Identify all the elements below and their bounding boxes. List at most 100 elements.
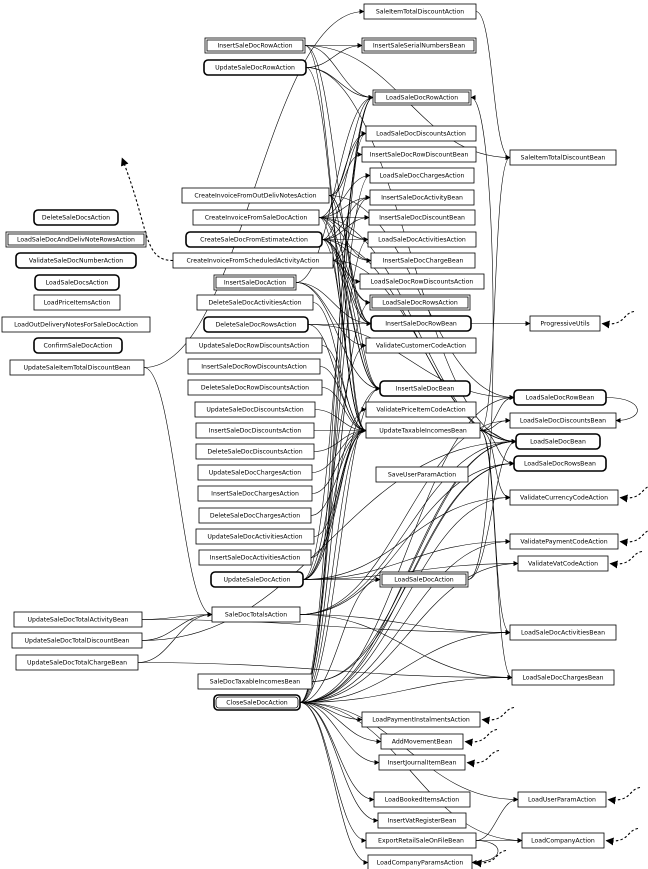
node-validate-price-item-code-action[interactable]: ValidatePriceItemCodeAction xyxy=(365,401,477,418)
node-add-movement-bean[interactable]: AddMovementBean xyxy=(380,733,464,750)
node-sale-item-total-discount-action[interactable]: SaleItemTotalDiscountAction xyxy=(363,3,477,20)
node-label: UpdateSaleDocActivitiesAction xyxy=(207,533,302,540)
node-insert-journal-item-bean[interactable]: InsertJournalItemBean xyxy=(378,754,466,771)
node-update-sale-doc-discounts-action[interactable]: UpdateSaleDocDiscountsAction xyxy=(194,401,316,418)
node-validate-customer-code-action[interactable]: ValidateCustomerCodeAction xyxy=(365,337,477,354)
node-insert-sale-doc-discount-bean[interactable]: InsertSaleDocDiscountBean xyxy=(368,209,476,226)
node-load-sale-doc-charges-bean[interactable]: LoadSaleDocChargesBean xyxy=(511,669,615,686)
node-export-retail-sale-on-file-bean[interactable]: ExportRetailSaleOnFileBean xyxy=(365,832,477,849)
node-box xyxy=(365,125,477,142)
node-label: InsertSaleDocDiscountBean xyxy=(379,214,465,221)
node-insert-sale-doc-charge-bean[interactable]: InsertSaleDocChargeBean xyxy=(370,252,476,269)
node-validate-sale-doc-number-action[interactable]: ValidateSaleDocNumberAction xyxy=(15,252,137,269)
node-update-taxable-incomes-bean[interactable]: UpdateTaxableIncomesBean xyxy=(365,422,481,439)
node-insert-sale-doc-activities-action[interactable]: InsertSaleDocActivitiesAction xyxy=(198,549,312,566)
node-load-sale-doc-activities-action[interactable]: LoadSaleDocActivitiesAction xyxy=(367,231,477,248)
node-load-user-param-action[interactable]: LoadUserParamAction xyxy=(517,791,607,808)
node-insert-sale-serial-numbers-bean[interactable]: InsertSaleSerialNumbersBean xyxy=(361,37,477,54)
node-insert-sale-doc-charges-action[interactable]: InsertSaleDocChargesAction xyxy=(197,485,313,502)
node-load-sale-doc-row-discounts-action[interactable]: LoadSaleDocRowDiscountsAction xyxy=(359,273,485,290)
node-insert-sale-doc-row-discounts-action[interactable]: InsertSaleDocRowDiscountsAction xyxy=(187,358,321,375)
node-box xyxy=(15,654,139,671)
node-update-sale-doc-action[interactable]: UpdateSaleDocAction xyxy=(210,571,304,588)
node-close-sale-doc-action[interactable]: CloseSaleDocAction xyxy=(213,694,301,711)
edge-sale-doc-totals-action-to-load-sale-doc-bean xyxy=(299,439,517,615)
node-update-sale-doc-charges-action[interactable]: UpdateSaleDocChargesAction xyxy=(197,464,313,481)
node-insert-sale-doc-action[interactable]: InsertSaleDocAction xyxy=(213,274,297,291)
node-load-sale-doc-activities-bean[interactable]: LoadSaleDocActivitiesBean xyxy=(509,624,617,641)
node-box-inner xyxy=(374,91,470,104)
node-load-sale-doc-rows-bean[interactable]: LoadSaleDocRowsBean xyxy=(513,455,607,472)
node-confirm-sale-doc-action[interactable]: ConfirmSaleDocAction xyxy=(33,337,123,354)
node-box xyxy=(365,401,477,418)
node-create-sale-doc-from-estimate-action[interactable]: CreateSaleDocFromEstimateAction xyxy=(185,231,323,248)
node-label: DeleteSaleDocsAction xyxy=(42,214,110,221)
node-label: AddMovementBean xyxy=(392,738,453,745)
node-load-payment-instalments-action[interactable]: LoadPaymentInstalmentsAction xyxy=(361,711,481,728)
dashed-link-validate-payment-code-action xyxy=(619,530,648,547)
node-insert-sale-doc-bean[interactable]: InsertSaleDocBean xyxy=(379,380,471,397)
node-load-booked-items-action[interactable]: LoadBookedItemsAction xyxy=(373,791,471,808)
node-update-sale-item-total-discount-bean[interactable]: UpdateSaleItemTotalDiscountBean xyxy=(9,359,145,376)
node-update-sale-doc-total-activity-bean[interactable]: UpdateSaleDocTotalActivityBean xyxy=(13,611,143,628)
node-insert-sale-doc-row-discount-bean[interactable]: InsertSaleDocRowDiscountBean xyxy=(361,146,477,163)
node-sale-doc-totals-action[interactable]: SaleDocTotalsAction xyxy=(211,606,301,623)
node-save-user-param-action[interactable]: SaveUserParamAction xyxy=(375,466,469,483)
node-load-company-action[interactable]: LoadCompanyAction xyxy=(521,832,605,849)
edge-close-sale-doc-action-to-validate-payment-code-action xyxy=(299,539,511,703)
node-load-price-items-action[interactable]: LoadPriceItemsAction xyxy=(33,294,121,311)
node-create-invoice-from-out-deliv-notes-action[interactable]: CreateInvoiceFromOutDelivNotesAction xyxy=(181,187,330,204)
node-insert-sale-doc-discounts-action[interactable]: InsertSaleDocDiscountsAction xyxy=(195,422,315,439)
node-box xyxy=(375,466,469,483)
edge-close-sale-doc-action-to-load-company-action xyxy=(299,702,523,843)
node-box xyxy=(365,832,477,849)
node-delete-sale-doc-rows-action[interactable]: DeleteSaleDocRowsAction xyxy=(203,316,309,333)
node-progressive-utils[interactable]: ProgressiveUtils xyxy=(529,315,601,332)
node-load-sale-doc-row-bean[interactable]: LoadSaleDocRowBean xyxy=(513,389,607,406)
node-load-sale-doc-discounts-bean[interactable]: LoadSaleDocDiscountsBean xyxy=(509,412,617,429)
node-validate-payment-code-action[interactable]: ValidatePaymentCodeAction xyxy=(509,533,619,550)
node-create-invoice-from-sale-doc-action[interactable]: CreateInvoiceFromSaleDocAction xyxy=(192,209,320,226)
node-box xyxy=(211,606,301,623)
edge-create-sale-doc-from-estimate-action-to-insert-sale-doc-bean xyxy=(321,239,381,391)
node-insert-sale-doc-row-bean[interactable]: InsertSaleDocRowBean xyxy=(370,315,472,332)
node-sale-item-total-discount-bean[interactable]: SaleItemTotalDiscountBean xyxy=(509,149,617,166)
node-insert-vat-register-bean[interactable]: InsertVatRegisterBean xyxy=(377,812,467,829)
node-label: LoadSaleDocActivitiesAction xyxy=(378,236,466,243)
edge-load-sale-doc-row-bean-to-load-sale-doc-discounts-bean xyxy=(605,397,638,423)
node-load-sale-doc-charges-action[interactable]: LoadSaleDocChargesAction xyxy=(369,167,475,184)
edge-export-retail-sale-on-file-bean-to-load-user-param-action xyxy=(475,797,519,841)
node-load-sale-doc-rows-action[interactable]: LoadSaleDocRowsAction xyxy=(369,294,471,311)
node-box xyxy=(213,694,301,711)
node-load-sale-doc-discounts-action[interactable]: LoadSaleDocDiscountsAction xyxy=(365,125,477,142)
node-box xyxy=(369,294,471,311)
node-load-company-params-action[interactable]: LoadCompanyParamsAction xyxy=(367,854,473,869)
node-update-sale-doc-row-discounts-action[interactable]: UpdateSaleDocRowDiscountsAction xyxy=(185,337,323,354)
node-update-sale-doc-total-discount-bean[interactable]: UpdateSaleDocTotalDiscountBean xyxy=(11,632,143,649)
node-delete-sale-doc-activities-action[interactable]: DeleteSaleDocActivitiesAction xyxy=(196,294,314,311)
node-sale-doc-taxable-incomes-bean[interactable]: SaleDocTaxableIncomesBean xyxy=(197,673,313,690)
node-load-sale-doc-and-deliv-note-rows-action[interactable]: LoadSaleDocAndDelivNoteRowsAction xyxy=(5,231,147,248)
node-update-sale-doc-row-action[interactable]: UpdateSaleDocRowAction xyxy=(203,59,307,76)
node-label: LoadUserParamAction xyxy=(528,796,596,803)
node-load-sale-doc-action[interactable]: LoadSaleDocAction xyxy=(379,571,469,588)
node-load-out-delivery-notes-for-sale-doc-action[interactable]: LoadOutDeliveryNotesForSaleDocAction xyxy=(1,316,151,333)
edge-load-sale-doc-action-to-load-sale-doc-row-action xyxy=(467,95,494,580)
node-load-sale-doc-row-action[interactable]: LoadSaleDocRowAction xyxy=(372,89,472,106)
edge-update-sale-doc-total-charge-bean-to-sale-doc-totals-action xyxy=(137,612,213,663)
node-insert-sale-doc-activity-bean[interactable]: InsertSaleDocActivityBean xyxy=(369,189,475,206)
node-delete-sale-doc-charges-action[interactable]: DeleteSaleDocChargesAction xyxy=(198,507,312,524)
node-update-sale-doc-total-charge-bean[interactable]: UpdateSaleDocTotalChargeBean xyxy=(15,654,139,671)
node-validate-currency-code-action[interactable]: ValidateCurrencyCodeAction xyxy=(509,489,619,506)
node-delete-sale-docs-action[interactable]: DeleteSaleDocsAction xyxy=(33,209,119,226)
node-label: LoadSaleDocChargesBean xyxy=(522,674,603,681)
node-update-sale-doc-activities-action[interactable]: UpdateSaleDocActivitiesAction xyxy=(195,528,315,545)
node-delete-sale-doc-row-discounts-action[interactable]: DeleteSaleDocRowDiscountsAction xyxy=(187,379,323,396)
node-load-sale-docs-action[interactable]: LoadSaleDocsAction xyxy=(34,274,120,291)
node-create-invoice-from-scheduled-activity-action[interactable]: CreateInvoiceFromScheduledActivityAction xyxy=(172,252,334,269)
node-insert-sale-doc-row-action[interactable]: InsertSaleDocRowAction xyxy=(204,37,306,54)
node-box xyxy=(511,669,615,686)
node-delete-sale-doc-discounts-action[interactable]: DeleteSaleDocDiscountsAction xyxy=(195,443,315,460)
node-validate-vat-code-action[interactable]: ValidateVatCodeAction xyxy=(517,555,609,572)
node-load-sale-doc-bean[interactable]: LoadSaleDocBean xyxy=(515,433,601,450)
